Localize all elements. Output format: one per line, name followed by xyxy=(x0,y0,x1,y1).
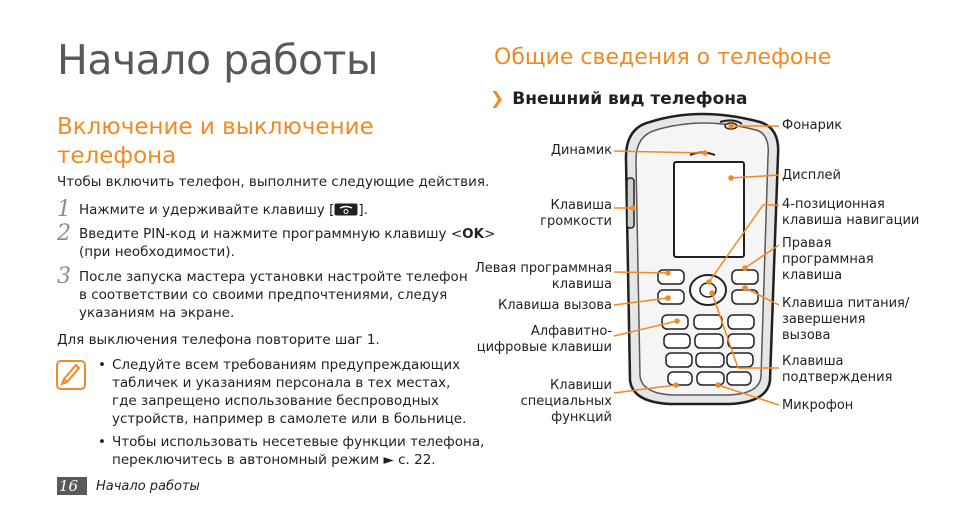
footer-section: Начало работы xyxy=(96,479,200,494)
callout-left-soft: Левая программная xyxy=(474,261,612,276)
callout-alnum: цифровые клавиши xyxy=(476,340,612,355)
power-key-icon xyxy=(334,203,358,216)
note-line: где запрещено использование беспроводных xyxy=(112,393,440,409)
step-text: Введите PIN-код и нажмите программную кл… xyxy=(79,226,496,242)
callout-mic: Микрофон xyxy=(782,398,854,413)
step-text: Нажмите и удерживайте клавишу []. xyxy=(79,202,368,218)
callout-alnum: Алфавитно- xyxy=(530,324,612,339)
call-key xyxy=(657,289,685,305)
step-text: После запуска мастера установки настройт… xyxy=(79,269,468,285)
callout-right-soft: Правая xyxy=(782,236,832,251)
callout-flashlight: Фонарик xyxy=(782,118,843,133)
step-text-cont: указаниям на экране. xyxy=(79,305,235,321)
callout-confirm: Клавиша xyxy=(782,354,844,369)
callout-confirm: подтверждения xyxy=(782,370,893,385)
callout-special: специальных xyxy=(520,394,612,409)
intro-text: Чтобы включить телефон, выполните следую… xyxy=(57,174,490,190)
callout-right-soft: программная xyxy=(782,252,874,267)
step-text-cont: (при необходимости). xyxy=(79,244,235,260)
step-number: 3 xyxy=(57,264,71,289)
section-title-power: Включение и выключение телефона xyxy=(57,114,374,169)
bullet-dot: • xyxy=(98,434,106,450)
page-number: 16 xyxy=(59,477,79,495)
step-number: 1 xyxy=(57,197,71,222)
note-line: переключитесь в автономный режим ► с. 22… xyxy=(112,452,436,468)
callout-volume: Клавиша xyxy=(550,198,612,213)
keypad xyxy=(661,314,755,386)
callout-power: Клавиша питания/ xyxy=(782,296,910,311)
chevron-right-icon: ❯ xyxy=(490,89,505,109)
page-number-box xyxy=(57,477,87,495)
callout-speaker: Динамик xyxy=(550,143,612,158)
callout-right-soft: клавиша xyxy=(782,268,843,283)
phone-illustration xyxy=(624,112,780,406)
note-line: устройств, например в самолете или в бол… xyxy=(112,411,467,427)
callout-special: Клавиши xyxy=(550,378,612,393)
callout-nav: 4-позиционная xyxy=(782,197,885,212)
bullet-dot: • xyxy=(98,357,106,373)
callout-call: Клавиша вызова xyxy=(497,298,612,313)
section-title-overview: Общие сведения о телефоне xyxy=(494,45,832,70)
callout-power: вызова xyxy=(782,328,831,343)
step-text-cont: в соответствии со своими предпочтениями,… xyxy=(79,287,448,303)
callout-power: завершения xyxy=(782,312,866,327)
subsection-title: ❯Внешний вид телефона xyxy=(490,89,748,109)
note-icon xyxy=(56,360,86,390)
callout-volume: громкости xyxy=(540,214,612,229)
display xyxy=(673,161,745,258)
note-line: Следуйте всем требованиям предупреждающи… xyxy=(112,357,461,373)
note-line: Чтобы использовать несетевые функции тел… xyxy=(112,434,485,450)
callout-left-soft: клавиша xyxy=(551,277,612,292)
note-line: табличек и указаниям персонала в тех мес… xyxy=(112,375,451,391)
volume-key xyxy=(626,177,635,229)
step-number: 2 xyxy=(57,221,71,246)
callout-display: Дисплей xyxy=(782,168,842,183)
off-text: Для выключения телефона повторите шаг 1. xyxy=(57,332,380,348)
flashlight xyxy=(719,119,743,125)
page-title: Начало работы xyxy=(57,36,378,84)
callout-nav: клавиша навигации xyxy=(782,213,920,228)
callout-special: функций xyxy=(551,410,612,425)
